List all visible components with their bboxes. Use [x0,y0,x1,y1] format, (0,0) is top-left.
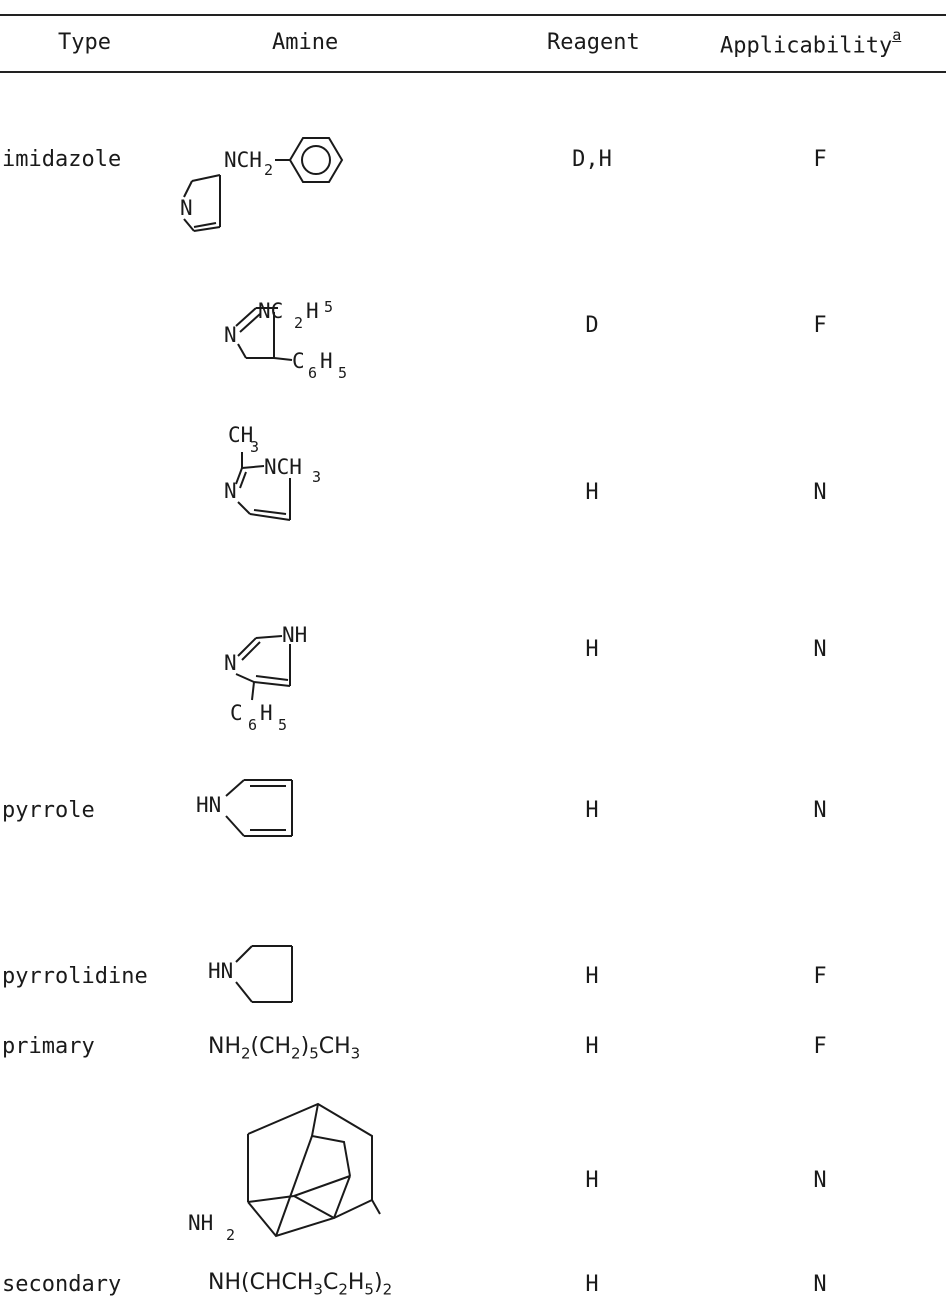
table-row-9-type: secondary [2,1272,122,1297]
svg-text:C: C [230,701,243,725]
table-row-5-reagent: H [585,798,599,823]
table-row-5-amine-structure: HN [196,779,293,837]
table-row-3-applicability: N [813,480,827,505]
svg-text:2: 2 [226,1226,235,1244]
table-row-6-reagent: H [585,964,599,989]
svg-text:NCH: NCH [264,455,302,479]
applicability-footnote-marker: a [892,26,902,44]
svg-text:N: N [180,196,193,220]
table-row-8-applicability: N [813,1168,827,1193]
svg-text:2: 2 [264,161,273,179]
svg-text:2: 2 [294,314,303,332]
table-row-9-reagent: H [585,1272,599,1297]
svg-text:3: 3 [250,438,259,456]
table-row-1-applicability: F [813,147,827,172]
header-type: Type [58,30,111,55]
header-applicability-label: Applicability [720,33,893,59]
table-row-7-type: primary [2,1034,95,1059]
table-row-1-type: imidazole [2,147,122,172]
svg-text:HN: HN [208,959,233,983]
table-header-rule [0,71,946,73]
header-applicability: Applicabilitya [720,28,901,59]
svg-text:5: 5 [278,716,287,734]
svg-text:6: 6 [308,364,317,382]
table-row-7-amine-formula: NH2(CH2)5CH3 [208,1034,361,1063]
svg-text:5: 5 [324,298,333,316]
table-row-9-amine-formula: NH(CHCH3C2H5)2 [208,1270,393,1299]
table-row-6-type: pyrrolidine [2,964,148,989]
table-top-rule [0,14,946,16]
svg-text:N: N [224,479,237,503]
svg-text:H: H [260,701,273,725]
table-row-1-reagent: D,H [572,147,612,172]
table-row-3-reagent: H [585,480,599,505]
table-row-6-applicability: F [813,964,827,989]
table-row-6-amine-structure: HN [208,945,293,1003]
svg-text:NCH: NCH [224,148,262,172]
table-row-5-type: pyrrole [2,798,95,823]
table-row-2-reagent: D [585,313,599,338]
svg-text:NH: NH [282,623,307,647]
svg-text:C: C [292,349,305,373]
svg-text:5: 5 [338,364,347,382]
svg-text:H: H [306,299,319,323]
svg-text:3: 3 [312,468,321,486]
svg-text:H: H [320,349,333,373]
svg-text:HN: HN [196,793,221,817]
table-row-5-applicability: N [813,798,827,823]
table-row-4-applicability: N [813,637,827,662]
svg-text:NC: NC [258,299,283,323]
svg-text:CH: CH [228,423,253,447]
table-row-2-applicability: F [813,313,827,338]
table-row-7-applicability: F [813,1034,827,1059]
svg-text:6: 6 [248,716,257,734]
header-amine: Amine [272,30,339,55]
svg-text:N: N [224,323,237,347]
svg-text:NH: NH [188,1211,213,1235]
table-row-7-reagent: H [585,1034,599,1059]
table-row-8-amine-structure: NH 2 [188,1102,381,1244]
table-row-4-reagent: H [585,637,599,662]
header-reagent: Reagent [547,30,640,55]
svg-text:N: N [224,651,237,675]
table-row-8-reagent: H [585,1168,599,1193]
table-row-9-applicability: N [813,1272,827,1297]
